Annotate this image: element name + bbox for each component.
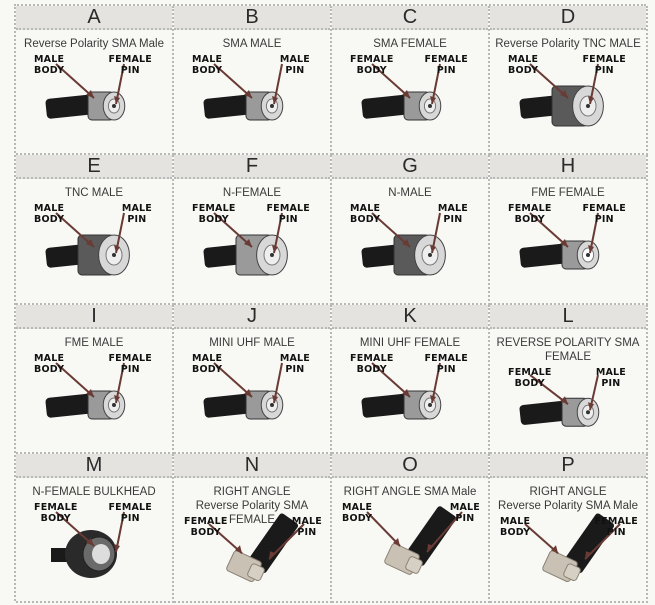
body-label: MALE BODY [342,501,373,524]
connector-letter: N [174,453,330,478]
pin-label: FEMALE PIN [266,203,310,226]
pin-label: FEMALE PIN [424,352,468,375]
connector-letter: P [490,453,646,478]
pin-label: MALE PIN [595,366,626,389]
body-label: MALE BODY [34,352,65,375]
connector-cell-e: E TNC MALE MALE BODY MALE PIN [16,155,174,305]
connector-letter: D [490,6,646,30]
connector-title: N-MALE [388,187,432,200]
body-label: FEMALE BODY [184,515,228,538]
connector-cell-g: G N-MALE MALE BODY MALE PIN [332,155,490,305]
connector-cell-b: B SMA MALE MALE BODY MALE PIN [174,6,332,156]
pin-label: MALE PIN [291,515,322,538]
body-label: MALE BODY [34,203,65,226]
connector-title: SMA MALE [222,38,282,50]
connector-letter: M [16,453,172,478]
connector-cell-h: H FME FEMALE FEMALE BODY FEMALE PIN [490,155,648,305]
connector-letter: J [174,304,330,329]
pin-label: MALE PIN [279,352,310,375]
body-label: MALE BODY [350,203,381,226]
body-label: FEMALE BODY [508,203,552,226]
connector-title: Reverse Polarity SMA Male [24,38,164,50]
pin-label: FEMALE PIN [108,501,152,524]
connector-title: N-FEMALE BULKHEAD [32,485,156,498]
connector-letter: A [16,6,172,30]
pin-label: MALE PIN [449,501,480,524]
connector-cell-c: C SMA FEMALE FEMALE BODY FEMALE PIN [332,6,490,156]
connector-cell-p: P RIGHT ANGLE Reverse Polarity SMA Male … [490,453,648,603]
connector-title: MINI UHF MALE [209,336,295,349]
pin-label: FEMALE PIN [594,515,638,538]
connector-letter: G [332,155,488,180]
connector-cell-j: J MINI UHF MALE MALE BODY MALE PIN [174,304,332,454]
body-label: MALE BODY [192,54,223,76]
connector-title: RIGHT ANGLE Reverse Polarity SMA FEMALE [195,485,309,526]
connector-letter: O [332,453,488,478]
pin-label: FEMALE PIN [108,352,152,375]
connector-letter: I [16,304,172,329]
body-label: FEMALE BODY [350,352,394,375]
pin-label: FEMALE PIN [582,54,626,76]
pin-label: FEMALE PIN [108,54,152,76]
connector-letter: H [490,155,646,180]
connector-title: TNC MALE [64,187,124,200]
body-label: FEMALE BODY [350,54,394,76]
connector-cell-k: K MINI UHF FEMALE FEMALE BODY FEMALE PIN [332,304,490,454]
connector-title: RIGHT ANGLE Reverse Polarity SMA Male [498,485,638,512]
connector-title: RIGHT ANGLE SMA Male [343,485,477,498]
connector-cell-l: L REVERSE POLARITY SMA FEMALE FEMALE BOD… [490,304,648,454]
connector-title: REVERSE POLARITY SMA FEMALE [496,336,640,363]
connector-letter: K [332,304,488,329]
connector-cell-o: O RIGHT ANGLE SMA Male MALE BODY MALE PI… [332,453,490,603]
pin-label: FEMALE PIN [582,203,626,226]
connector-letter: B [174,6,330,30]
body-label: MALE BODY [34,54,65,76]
connector-title: Reverse Polarity TNC MALE [495,38,641,50]
body-label: FEMALE BODY [192,203,236,226]
connector-title: SMA FEMALE [373,38,447,50]
pin-label: MALE PIN [121,203,152,226]
connector-cell-m: M N-FEMALE BULKHEAD FEMALE BODY FEMALE P… [16,453,174,603]
body-label: MALE BODY [192,352,223,375]
connector-cell-a: A Reverse Polarity SMA Male MALE BODY FE… [16,6,174,156]
connector-letter: E [16,155,172,180]
connector-cell-n: N RIGHT ANGLE Reverse Polarity SMA FEMAL… [174,453,332,603]
connector-letter: L [490,304,646,329]
connector-cell-d: D Reverse Polarity TNC MALE MALE BODY FE… [490,6,648,156]
connector-letter: C [332,6,488,30]
pin-label: MALE PIN [279,54,310,76]
connector-title: FME FEMALE [531,187,605,200]
pin-label: MALE PIN [437,203,468,226]
connector-title: N-FEMALE [222,187,282,200]
connector-letter: F [174,155,330,180]
body-label: FEMALE BODY [34,501,78,524]
connector-chart-grid: A Reverse Polarity SMA Male MALE BODY FE… [14,4,648,603]
connector-cell-f: F N-FEMALE FEMALE BODY FEMALE PIN [174,155,332,305]
connector-cell-i: I FME MALE MALE BODY FEMALE PIN [16,304,174,454]
body-label: MALE BODY [508,54,539,76]
body-label: MALE BODY [500,515,531,538]
pin-label: FEMALE PIN [424,54,468,76]
connector-title: FME MALE [64,336,124,349]
body-label: FEMALE BODY [508,366,552,389]
connector-title: MINI UHF FEMALE [359,336,461,349]
